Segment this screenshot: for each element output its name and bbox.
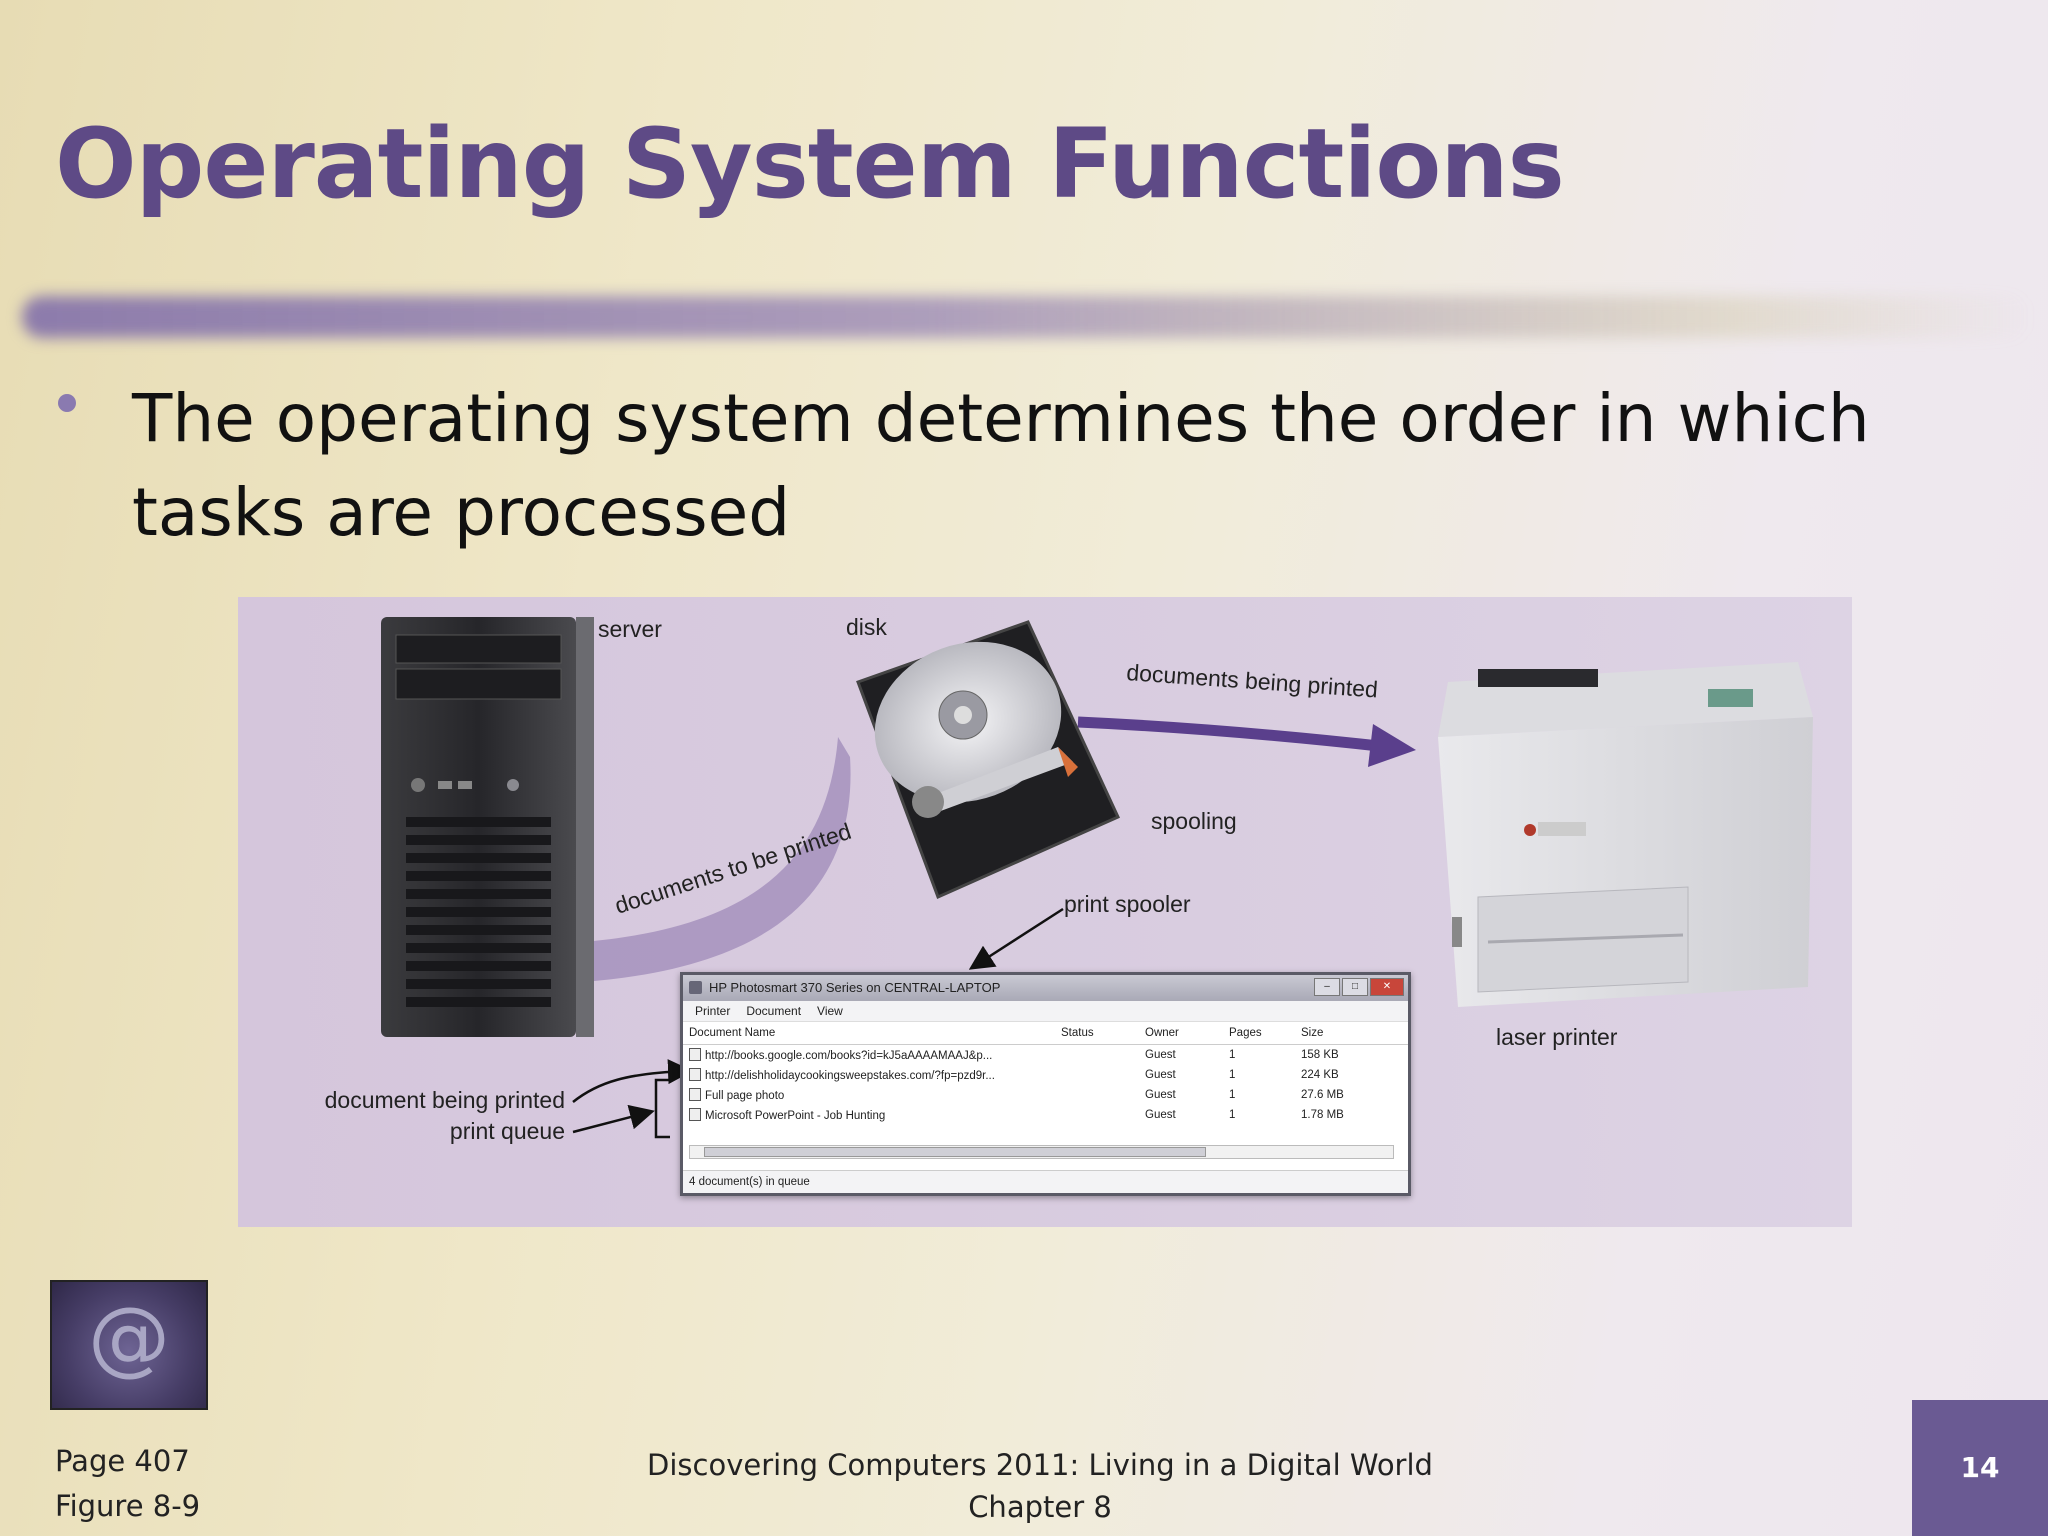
- server-label: server: [598, 616, 662, 642]
- doc-owner: Guest: [1145, 1109, 1176, 1121]
- footer-chapter: Chapter 8: [968, 1490, 1112, 1524]
- window-menubar: Printer Document View: [683, 1001, 1408, 1022]
- figure-illustration: server disk documents being printed spoo…: [325, 614, 1813, 1144]
- col-owner[interactable]: Owner: [1139, 1022, 1223, 1045]
- doc-pages: 1: [1229, 1089, 1236, 1101]
- at-sign-logo-icon: @: [50, 1280, 208, 1410]
- doc-size: 224 KB: [1301, 1069, 1339, 1081]
- print-spooler-label: print spooler: [1064, 891, 1191, 917]
- doc-pages: 1: [1229, 1109, 1236, 1121]
- table-row[interactable]: Microsoft PowerPoint - Job Hunting Guest…: [683, 1105, 1408, 1125]
- footer-figure: Figure 8-9: [55, 1489, 201, 1523]
- print-queue-label: print queue: [450, 1118, 565, 1144]
- spooling-label: spooling: [1151, 808, 1237, 834]
- table-row[interactable]: Full page photo Guest 1 27.6 MB: [683, 1085, 1408, 1105]
- col-status[interactable]: Status: [1055, 1022, 1139, 1045]
- print-queue-window: HP Photosmart 370 Series on CENTRAL-LAPT…: [680, 972, 1411, 1196]
- doc-status: [1055, 1045, 1139, 1066]
- maximize-button[interactable]: □: [1342, 978, 1368, 996]
- scrollbar-thumb[interactable]: [704, 1147, 1206, 1157]
- document-icon: [689, 1048, 701, 1061]
- document-being-printed-label: document being printed: [325, 1087, 565, 1113]
- doc-pages: 1: [1229, 1069, 1236, 1081]
- col-pages[interactable]: Pages: [1223, 1022, 1295, 1045]
- doc-status: [1055, 1085, 1139, 1105]
- printer-app-icon: [689, 981, 702, 994]
- documents-being-printed-label: documents being printed: [1126, 659, 1379, 703]
- document-icon: [689, 1068, 701, 1081]
- col-document-name[interactable]: Document Name: [683, 1022, 1055, 1045]
- minimize-button[interactable]: –: [1314, 978, 1340, 996]
- laser-printer-label: laser printer: [1496, 1024, 1618, 1050]
- doc-status: [1055, 1065, 1139, 1085]
- disk-icon: [856, 620, 1120, 900]
- horizontal-scrollbar[interactable]: [689, 1145, 1394, 1159]
- doc-owner: Guest: [1145, 1049, 1176, 1061]
- doc-status: [1055, 1105, 1139, 1125]
- bullet-text: The operating system determines the orde…: [132, 380, 1870, 551]
- footer-page: Page 407: [55, 1444, 190, 1478]
- footer-book-title: Discovering Computers 2011: Living in a …: [647, 1448, 1433, 1482]
- doc-name: http://books.google.com/books?id=kJ5aAAA…: [705, 1050, 993, 1062]
- bullet-dot-icon: [58, 394, 76, 412]
- doc-name: Full page photo: [705, 1090, 785, 1102]
- close-button[interactable]: ✕: [1370, 978, 1404, 996]
- server-icon: [381, 617, 594, 1037]
- queue-table: Document Name Status Owner Pages Size ht…: [683, 1022, 1408, 1125]
- doc-owner: Guest: [1145, 1089, 1176, 1101]
- doc-size: 27.6 MB: [1301, 1089, 1344, 1101]
- document-icon: [689, 1088, 701, 1101]
- menu-view[interactable]: View: [817, 1004, 843, 1018]
- doc-name: http://delishholidaycookingsweepstakes.c…: [705, 1070, 995, 1082]
- spooling-figure: server disk documents being printed spoo…: [238, 597, 1852, 1227]
- col-size[interactable]: Size: [1295, 1022, 1408, 1045]
- title-divider: [22, 296, 2032, 338]
- window-titlebar[interactable]: HP Photosmart 370 Series on CENTRAL-LAPT…: [683, 975, 1408, 1001]
- disk-label: disk: [846, 614, 887, 640]
- documents-to-be-printed-swoosh: [583, 737, 851, 982]
- doc-name: Microsoft PowerPoint - Job Hunting: [705, 1110, 886, 1122]
- documents-being-printed-arrow: [1077, 716, 1389, 753]
- doc-size: 1.78 MB: [1301, 1109, 1344, 1121]
- window-title: HP Photosmart 370 Series on CENTRAL-LAPT…: [709, 980, 1001, 995]
- slide-number: 14: [1912, 1400, 2048, 1536]
- table-row[interactable]: http://books.google.com/books?id=kJ5aAAA…: [683, 1045, 1408, 1066]
- menu-printer[interactable]: Printer: [695, 1004, 731, 1018]
- slide-title: Operating System Functions: [55, 108, 1565, 220]
- doc-size: 158 KB: [1301, 1049, 1339, 1061]
- printer-icon: [1438, 662, 1813, 1007]
- queue-status: 4 document(s) in queue: [683, 1170, 1408, 1193]
- doc-pages: 1: [1229, 1049, 1236, 1061]
- menu-document[interactable]: Document: [746, 1004, 802, 1018]
- table-row[interactable]: http://delishholidaycookingsweepstakes.c…: [683, 1065, 1408, 1085]
- document-icon: [689, 1108, 701, 1121]
- doc-owner: Guest: [1145, 1069, 1176, 1081]
